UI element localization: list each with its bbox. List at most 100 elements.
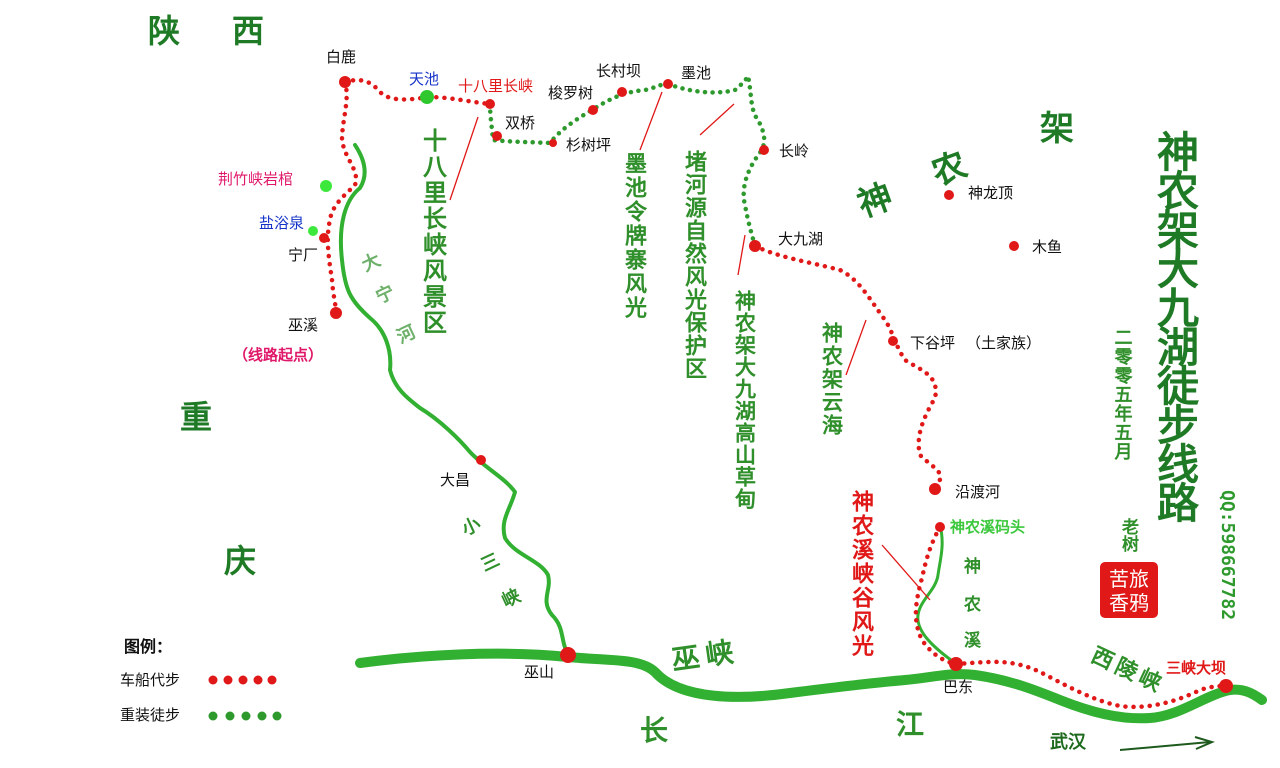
label-shennongximatou: 神农溪码头 [950, 518, 1025, 536]
river-daning-2: 宁 [372, 281, 398, 309]
label-muyu: 木鱼 [1032, 238, 1062, 256]
label-xiaguping: 下谷坪 [910, 334, 955, 352]
label-shenlongding: 神龙顶 [968, 184, 1013, 202]
pointer-yunhai [845, 319, 867, 376]
label-wuxi: 巫溪 [288, 316, 318, 334]
river-xiaosanxia-1: 小 [459, 514, 484, 541]
river-daning-3: 河 [394, 322, 419, 349]
pointer-shibali [449, 116, 479, 201]
label-bailu: 白鹿 [326, 48, 356, 66]
province-shaanxi-2: 西 [232, 12, 264, 50]
marker-changcunba [617, 87, 627, 97]
author-name: 老树 [1118, 517, 1140, 553]
rivers [338, 143, 1267, 724]
label-dachang: 大昌 [440, 471, 470, 489]
region-shennongjia-2: 农 [927, 145, 973, 194]
yangtze-river [355, 648, 1267, 724]
map-date: 二零零五年五月 [1112, 328, 1134, 461]
marker-ningchang [319, 233, 329, 243]
marker-muyu [1009, 241, 1019, 251]
map-title: 神农架大九湖徒步线路 [1151, 130, 1200, 523]
svg-text:苦旅: 苦旅 [1109, 567, 1149, 591]
marker-yanduhe [929, 483, 941, 495]
river-labels: 大 宁 河 小 三 峡 巫峡 长 江 西陵峡 神 农 溪 [358, 249, 1169, 747]
label-ningchang: 宁厂 [288, 246, 318, 264]
label-suoluoshu: 梭罗树 [548, 84, 593, 102]
river-wuxia: 巫峡 [669, 635, 741, 677]
marker-suoluoshu [588, 105, 598, 115]
route-vehicle-dajiuhu-yanduhe [752, 243, 943, 491]
marker-mochi [663, 79, 673, 89]
label-sanxiadaba: 三峡大坝 [1166, 659, 1226, 677]
label-tianchi: 天池 [409, 70, 439, 88]
marker-dachang [476, 455, 486, 465]
legend-vehicle-label: 车船代步 [120, 671, 180, 689]
scenic-notes: 十八里长峡风景区 墨池令牌寨风光 堵河源自然风光保护区 神农架大九湖高山草甸 神… [419, 128, 876, 658]
map-legend: 图例： 车船代步 重装徒步 [120, 637, 282, 724]
note-duhe: 堵河源自然风光保护区 [681, 149, 708, 380]
place-markers [308, 76, 1233, 693]
label-wushan: 巫山 [524, 663, 554, 681]
route-vehicle-bailu-wuxi [325, 79, 359, 316]
marker-shanshuping [549, 139, 557, 147]
note-shennongxi-canyon: 神农溪峡谷风光 [848, 489, 875, 658]
river-changjiang-2: 江 [896, 708, 924, 741]
marker-bailu [339, 76, 351, 88]
pointer-mochi [639, 91, 663, 151]
label-start: （线路起点） [233, 346, 323, 364]
wuhan-arrow [1119, 736, 1215, 751]
pointer-gaoshan [737, 234, 746, 276]
route-vehicle-shennongxi [913, 524, 959, 667]
river-shennongxi-3: 溪 [964, 631, 982, 651]
legend-title: 图例： [124, 637, 172, 656]
label-tujiazu: （土家族） [966, 334, 1041, 352]
note-gaoshan: 神农架大九湖高山草甸 [733, 289, 758, 510]
marker-dajiuhu [749, 240, 761, 252]
label-changcunba: 长村坝 [596, 62, 641, 80]
marker-yanyuquan [308, 226, 318, 236]
river-shennongxi-1: 神 [964, 556, 981, 577]
label-dajiuhu: 大九湖 [778, 230, 823, 248]
legend-hiking-label: 重装徒步 [120, 706, 180, 724]
place-labels: 白鹿 天池 十八里长峡 双桥 杉树坪 梭罗树 长村坝 墨池 长岭 大九湖 神龙顶… [218, 48, 1226, 753]
river-xiaosanxia-3: 峡 [498, 584, 525, 612]
marker-wushan [560, 647, 576, 663]
label-jingzhuxia: 荆竹峡岩棺 [218, 170, 293, 188]
author-seal: 苦旅 香鸦 [1100, 562, 1158, 618]
marker-jingzhuxia [320, 180, 332, 192]
marker-changling [759, 145, 769, 155]
province-chongqing-2: 庆 [224, 542, 256, 580]
label-yanduhe: 沿渡河 [955, 483, 1000, 501]
marker-tianchi [420, 90, 434, 104]
pointer-canyon [881, 544, 931, 601]
marker-sanxiadaba [1219, 679, 1233, 693]
daning-river [338, 143, 570, 657]
label-badong: 巴东 [943, 678, 973, 696]
marker-shuangqiao [492, 131, 502, 141]
marker-shibali [485, 99, 495, 109]
river-daning-1: 大 [358, 249, 384, 277]
svg-text:香鸦: 香鸦 [1109, 591, 1149, 615]
label-changling: 长岭 [779, 142, 809, 160]
river-changjiang-1: 长 [640, 714, 668, 747]
province-shaanxi-1: 陕 [148, 12, 180, 50]
label-yanyuquan: 盐浴泉 [259, 214, 304, 232]
region-shennongjia-3: 架 [1040, 109, 1074, 149]
river-xiaosanxia-2: 三 [478, 550, 503, 577]
note-mochi-ling: 墨池令牌寨风光 [621, 152, 648, 320]
route-hiking-main [487, 69, 767, 249]
river-xilingxia: 西陵峡 [1087, 642, 1169, 699]
river-shennongxi-2: 农 [963, 594, 981, 615]
marker-xiaguping [888, 336, 898, 346]
route-vehicle-badong-dam [953, 659, 1229, 710]
pointer-duhe [699, 103, 735, 136]
legend-hiking-dots [208, 711, 282, 721]
qq-contact: QQ:598667782 [1217, 490, 1238, 620]
note-shibali: 十八里长峡风景区 [419, 128, 448, 336]
marker-badong [949, 657, 963, 671]
note-yunhai: 神农架云海 [820, 321, 845, 437]
marker-shennongximatou [935, 522, 945, 532]
legend-vehicle-dots [208, 675, 277, 685]
marker-wuxi [330, 307, 342, 319]
